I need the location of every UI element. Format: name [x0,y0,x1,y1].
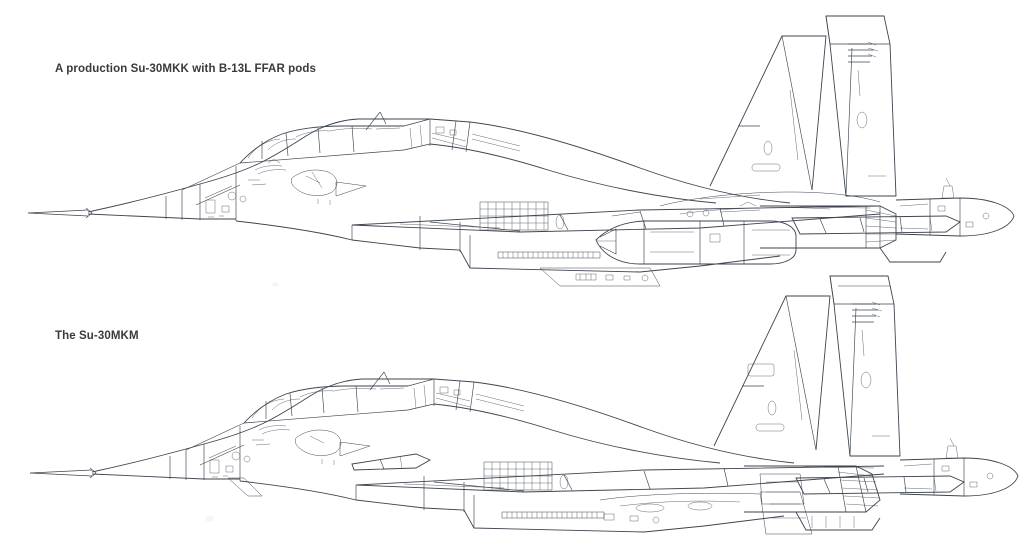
lower-fuselage-intake [240,462,784,532]
tail-sting-boom [896,178,1014,236]
fin-tip-antenna-rods [848,42,878,62]
mid-fuselage [370,372,794,463]
su30mkm-side-view [0,268,1022,538]
main-wing [352,206,880,232]
engine-nozzles [760,206,946,262]
scan-artifact [205,516,214,522]
tail-sting-boom [900,438,1018,496]
horizontal-stabilizer [796,476,964,494]
forward-panel-lines [186,423,370,496]
vertical-stabilizer-near [830,276,900,456]
cockpit-canopy [244,379,434,423]
vertical-stabilizer-near [826,16,896,196]
forward-panel-lines [182,159,366,217]
canard-foreplane [352,454,430,470]
forward-fuselage [88,119,430,221]
lower-fuselage-intake [236,202,780,272]
thrust-vectoring-nozzles [744,466,880,530]
caption-su30mkm: The Su-30MKM [55,330,139,342]
b13l-ffar-pods [596,221,796,264]
vertical-stabilizer-far [714,296,830,450]
main-wing [356,466,884,492]
mid-fuselage [366,112,790,203]
caption-su30mkk: A production Su-30MKK with B-13L FFAR po… [55,63,317,75]
underwing-stores [612,192,880,217]
vertical-stabilizer-far [710,36,826,190]
su30mkk-side-view [0,0,1022,290]
drawing-su30mkm [0,268,1022,538]
drawing-su30mkk [0,0,1022,290]
nose-pitot-probe [28,208,92,218]
intake-louver-grid [484,462,552,490]
underfuselage-stores [600,493,760,523]
forward-fuselage [92,379,434,481]
horizontal-stabilizer [792,216,960,234]
cockpit-canopy [240,119,430,163]
ventral-fin [760,492,812,534]
fin-tip-antenna-rods [852,302,882,322]
intake-louver-grid [480,202,548,230]
ventral-fin [540,268,660,286]
nose-pitot-probe [30,468,96,478]
scan-artifact [272,282,279,287]
